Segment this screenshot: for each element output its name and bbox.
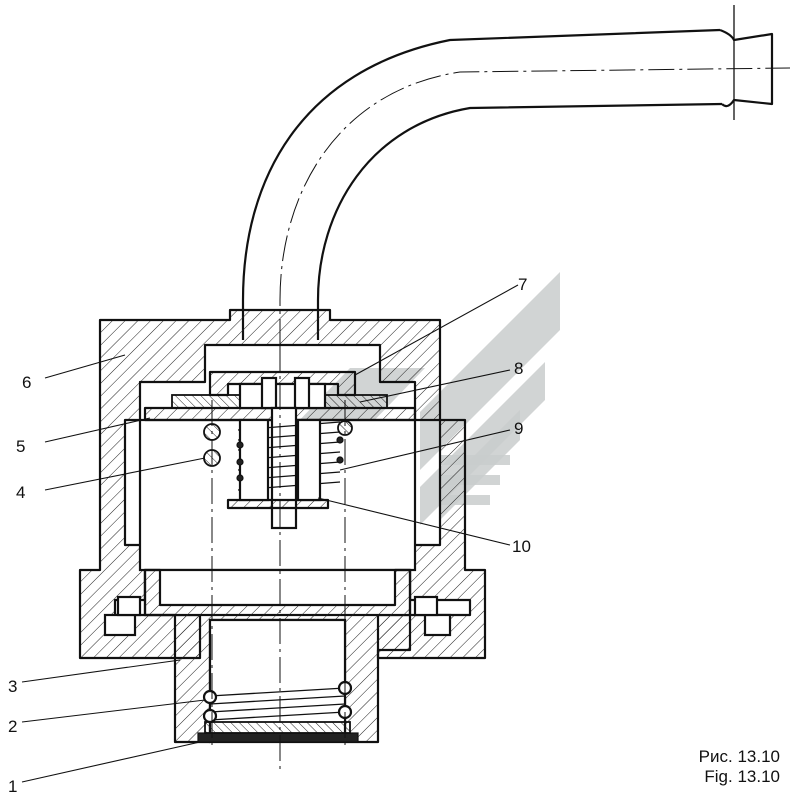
- callout-4: 4: [16, 483, 25, 502]
- centre-lines: [211, 345, 346, 770]
- inlet-pipe: [241, 5, 791, 345]
- callout-1: 1: [8, 777, 17, 796]
- callout-10: 10: [512, 537, 531, 556]
- callout-9: 9: [514, 419, 523, 438]
- caption-english: Fig. 13.10: [704, 767, 780, 786]
- leader-lines: [21, 284, 519, 783]
- callout-5: 5: [16, 437, 25, 456]
- callout-3: 3: [8, 677, 17, 696]
- callout-7: 7: [518, 275, 527, 294]
- figure-caption: Рис. 13.10 Fig. 13.10: [699, 747, 780, 786]
- caption-russian: Рис. 13.10: [699, 747, 780, 766]
- seal-ring: [197, 721, 359, 743]
- valve-assembly: [143, 370, 417, 530]
- inner-spring: [236, 418, 344, 502]
- callout-6: 6: [22, 373, 31, 392]
- callout-8: 8: [514, 359, 523, 378]
- callout-2: 2: [8, 717, 17, 736]
- callout-labels: 1 2 3 4 5 6 7 8 9 10: [8, 275, 531, 796]
